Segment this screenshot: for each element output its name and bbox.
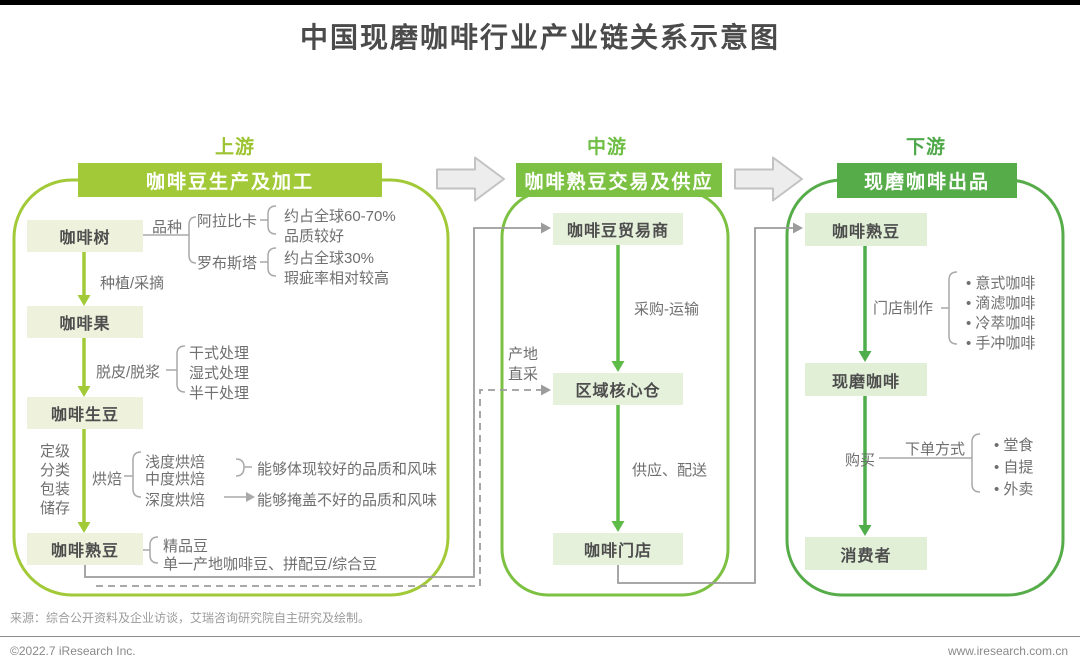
coffee-type-coldbrew: 冷萃咖啡 (966, 312, 1035, 333)
edge-roasting: 烘焙 (92, 471, 123, 488)
node-regional-hub: 区域核心仓 (553, 373, 683, 405)
order-type-delivery: 外卖 (994, 478, 1033, 499)
arabica-note-share: 约占全球60-70% (284, 208, 396, 225)
order-type-dinein: 堂食 (994, 434, 1033, 455)
edge-supply-delivery: 供应、配送 (632, 462, 708, 479)
node-green-bean: 咖啡生豆 (27, 397, 143, 429)
direct-sourcing-line2: 直采 (508, 366, 539, 383)
processing-semidry: 半干处理 (189, 385, 250, 402)
grade-step-storage: 储存 (40, 500, 71, 517)
footer-divider (0, 636, 1080, 637)
roast-dark: 深度烘焙 (145, 492, 206, 509)
variety-arabica: 阿拉比卡 (197, 213, 258, 230)
copyright-text: ©2022.7 iResearch Inc. (10, 644, 136, 658)
edge-pulping: 脱皮/脱浆 (96, 364, 161, 381)
downstream-section-label: 下游 (906, 137, 947, 158)
roast-light: 浅度烘焙 (145, 454, 206, 471)
light-medium-group-bracket (235, 458, 252, 477)
page-title: 中国现磨咖啡行业产业链关系示意图 (299, 22, 780, 53)
grade-step-grading: 定级 (40, 443, 71, 460)
roast-note-mask: 能够掩盖不好的品质和风味 (257, 492, 438, 509)
direct-sourcing-line1: 产地 (508, 346, 539, 363)
grade-step-packing: 包装 (40, 481, 71, 498)
grade-step-sorting: 分类 (40, 462, 71, 479)
node-roasted-bean-shop: 咖啡熟豆 (805, 213, 927, 246)
website-link: www.iresearch.com.cn (947, 644, 1068, 658)
bean-product-specialty: 精品豆 (163, 538, 209, 555)
node-fresh-coffee: 现磨咖啡 (805, 363, 927, 396)
robusta-note-share: 约占全球30% (284, 250, 375, 267)
bean-products-bracket (143, 536, 159, 564)
upstream-flow-arrows (77, 252, 91, 533)
source-note: 来源：综合公开资料及企业访谈，艾瑞咨询研究院自主研究及绘制。 (10, 611, 371, 625)
node-coffee-tree: 咖啡树 (27, 220, 143, 252)
roastedbean-to-trader-line (84, 227, 541, 578)
upstream-section-label: 上游 (215, 137, 256, 158)
robusta-bracket (260, 247, 277, 277)
shop-to-downstream-line (617, 227, 793, 584)
node-bean-trader: 咖啡豆贸易商 (553, 213, 683, 245)
variety-robusta: 罗布斯塔 (197, 255, 258, 272)
shop-make-bracket (941, 271, 958, 345)
node-coffee-shop: 咖啡门店 (553, 533, 683, 565)
edge-order-method: 下单方式 (905, 441, 966, 458)
right-block-arrow-icon (734, 156, 803, 202)
midstream-header: 咖啡熟豆交易及供应 (516, 163, 722, 197)
direct-sourcing-dashed-line (96, 389, 541, 587)
edge-buy: 购买 (845, 452, 876, 469)
variety-bracket (188, 216, 197, 264)
right-block-arrow-icon (436, 156, 505, 202)
arabica-note-quality: 品质较好 (284, 228, 345, 245)
stage-transition-arrow-icons (436, 156, 803, 202)
midstream-section-label: 中游 (587, 137, 628, 158)
coffee-type-drip: 滴滤咖啡 (966, 292, 1035, 313)
coffee-type-espresso: 意式咖啡 (966, 272, 1035, 293)
node-consumer: 消费者 (805, 537, 927, 570)
cross-section-gray-connectors (84, 222, 803, 587)
edge-plant-pick: 种植/采摘 (100, 275, 165, 292)
node-roasted-bean: 咖啡熟豆 (27, 533, 143, 565)
arabica-bracket (260, 205, 277, 235)
processing-wet: 湿式处理 (189, 365, 250, 382)
roast-medium: 中度烘焙 (145, 471, 206, 488)
order-type-pickup: 自提 (994, 456, 1033, 477)
edge-purchase-transport: 采购-运输 (634, 301, 699, 318)
node-coffee-cherry: 咖啡果 (27, 306, 143, 338)
robusta-note-defect: 瑕疵率相对较高 (284, 270, 390, 287)
bean-product-blend: 单一产地咖啡豆、拼配豆/综合豆 (163, 556, 378, 573)
downstream-flow-arrows (858, 246, 872, 536)
coffee-type-pourover: 手冲咖啡 (966, 332, 1035, 353)
pulping-bracket (166, 345, 186, 393)
downstream-header: 现磨咖啡出品 (837, 163, 1017, 198)
annotation-brackets (124, 205, 981, 564)
midstream-flow-arrows (611, 245, 625, 532)
top-black-bar (0, 0, 1080, 5)
variety-label: 品种 (152, 219, 183, 236)
processing-dry: 干式处理 (189, 345, 250, 362)
roast-bracket (124, 451, 142, 498)
edge-shop-make: 门店制作 (873, 300, 934, 317)
roast-note-good: 能够体现较好的品质和风味 (257, 461, 438, 478)
order-method-bracket (879, 433, 981, 493)
upstream-header: 咖啡豆生产及加工 (78, 163, 382, 197)
